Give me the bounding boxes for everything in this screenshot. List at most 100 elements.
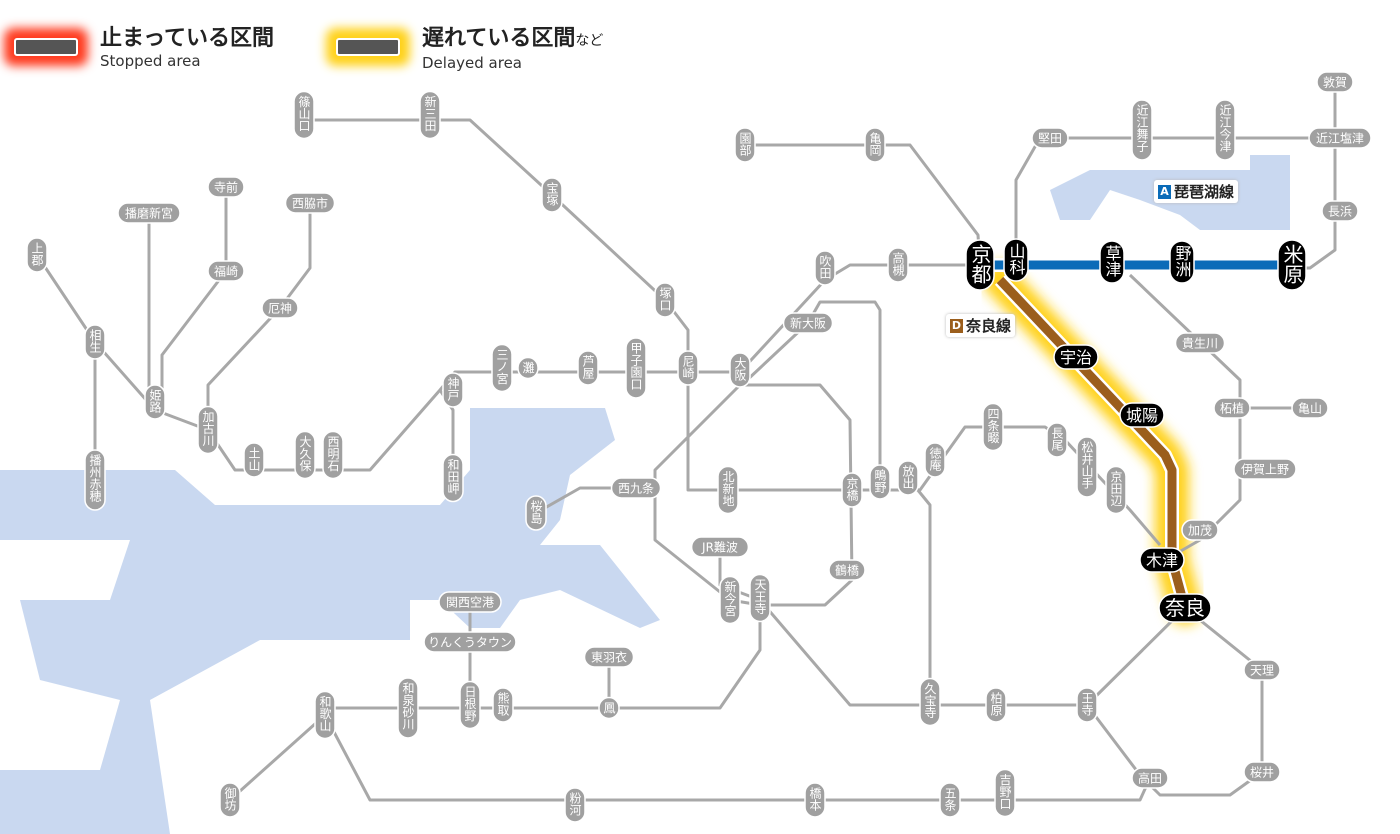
station-nagahama[interactable]: 長浜 <box>1321 200 1359 222</box>
station-tenri[interactable]: 天理 <box>1243 659 1281 681</box>
station-name: 上郡 <box>30 242 44 267</box>
station-marker <box>1169 240 1195 284</box>
station-marker <box>887 247 909 283</box>
station-uji[interactable]: 宇治 <box>1053 344 1099 370</box>
station-osaka[interactable]: 大阪 <box>729 352 751 388</box>
station-kyobashi[interactable]: 京橋 <box>841 472 863 508</box>
line-label-biwako[interactable]: A 琵琶湖線 <box>1154 180 1239 203</box>
station-nishiakashi[interactable]: 西明石 <box>322 430 344 480</box>
station-kobe[interactable]: 神戸 <box>442 372 464 408</box>
station-sonobe[interactable]: 園部 <box>734 127 756 163</box>
station-igaueno[interactable]: 伊賀上野 <box>1233 458 1297 480</box>
station-higashihagoromo[interactable]: 東羽衣 <box>583 646 635 668</box>
station-name: 京橋 <box>845 477 859 502</box>
station-tsukaguchi[interactable]: 塚口 <box>654 282 676 318</box>
station-jojo[interactable]: 城陽 <box>1119 402 1165 428</box>
station-nishiwakishi[interactable]: 西脇市 <box>284 192 336 214</box>
station-maibara[interactable]: 米原 <box>1277 239 1307 291</box>
station-katata[interactable]: 堅田 <box>1031 127 1069 149</box>
station-kyotanabe[interactable]: 京田辺 <box>1105 465 1127 515</box>
station-kusatsu[interactable]: 草津 <box>1099 240 1125 284</box>
station-hanaten[interactable]: 放出 <box>897 460 919 496</box>
station-kamigori[interactable]: 上郡 <box>26 237 48 273</box>
rail-line <box>653 383 854 607</box>
station-omimaiko[interactable]: 近江舞子 <box>1131 99 1153 161</box>
station-tennoji[interactable]: 天王寺 <box>749 573 771 623</box>
station-kameoka[interactable]: 亀岡 <box>864 127 886 163</box>
station-kamo[interactable]: 加茂 <box>1181 519 1219 541</box>
station-shinosaka[interactable]: 新大阪 <box>782 312 834 334</box>
line-label-nara[interactable]: D 奈良線 <box>946 314 1016 337</box>
station-jrnamba[interactable]: JR難波 <box>690 536 750 558</box>
station-teramae[interactable]: 寺前 <box>207 176 245 198</box>
station-nada[interactable]: 灘 <box>517 356 539 380</box>
station-koshienguchi[interactable]: 甲子園口 <box>625 337 647 399</box>
station-kyuhoji[interactable]: 久宝寺 <box>919 677 941 727</box>
station-harimashingu[interactable]: 播磨新宮 <box>117 202 181 224</box>
station-kitashinchi[interactable]: 北新地 <box>717 465 739 515</box>
station-kyoto[interactable]: 京都 <box>965 239 995 291</box>
station-kameyama[interactable]: 亀山 <box>1291 397 1329 419</box>
station-nara[interactable]: 奈良 <box>1158 593 1212 623</box>
station-sannomiya[interactable]: 三ノ宮 <box>491 343 513 393</box>
station-aioi[interactable]: 相生 <box>84 324 106 360</box>
station-sakurai[interactable]: 桜井 <box>1243 761 1281 783</box>
station-hashimoto[interactable]: 橋本 <box>804 782 826 818</box>
station-kashiwara[interactable]: 柏原 <box>985 687 1007 723</box>
station-hineno[interactable]: 日根野 <box>459 680 481 730</box>
station-rinku[interactable]: りんくうタウン <box>423 631 517 653</box>
station-shigino[interactable]: 鴫野 <box>869 464 891 500</box>
station-kibukawa[interactable]: 貴生川 <box>1174 332 1226 354</box>
station-kizu[interactable]: 木津 <box>1139 547 1185 573</box>
station-name: 高田 <box>1138 770 1162 785</box>
station-marker <box>965 239 995 291</box>
station-sasayamaguchi[interactable]: 篠山口 <box>293 90 315 140</box>
station-wakayama[interactable]: 和歌山 <box>314 690 336 740</box>
nara-line[interactable] <box>996 276 1190 610</box>
station-nishikujo[interactable]: 西九条 <box>610 477 662 499</box>
station-omishiotsu[interactable]: 近江塩津 <box>1308 127 1372 149</box>
station-yoshinoguchi[interactable]: 吉野口 <box>994 768 1016 818</box>
station-yakujin[interactable]: 厄神 <box>261 297 299 319</box>
station-tsuruhashi[interactable]: 鶴橋 <box>828 559 866 581</box>
station-kumatori[interactable]: 熊取 <box>492 687 514 723</box>
station-oji[interactable]: 王寺 <box>1076 687 1098 723</box>
station-wadamisaki[interactable]: 和田岬 <box>442 453 464 503</box>
station-tsuruga[interactable]: 敦賀 <box>1316 71 1354 93</box>
station-izumisunagawa[interactable]: 和泉砂川 <box>397 677 419 739</box>
station-takada[interactable]: 高田 <box>1131 767 1169 789</box>
station-otori[interactable]: 鳳 <box>598 696 620 720</box>
station-omiimazu[interactable]: 近江今津 <box>1214 99 1236 161</box>
station-yamashina[interactable]: 山科 <box>1003 238 1029 282</box>
station-tokuan[interactable]: 徳庵 <box>924 442 946 478</box>
station-tsuge[interactable]: 柘植 <box>1213 397 1251 419</box>
station-kansaiairport[interactable]: 関西空港 <box>438 591 502 613</box>
station-himeji[interactable]: 姫路 <box>144 384 166 420</box>
station-nagao[interactable]: 長尾 <box>1046 422 1068 458</box>
station-kakogawa[interactable]: 加古川 <box>197 405 219 455</box>
rail-line <box>1292 82 1337 270</box>
station-shinimamiya[interactable]: 新今宮 <box>719 575 741 625</box>
station-kokawa[interactable]: 粉河 <box>564 787 586 823</box>
station-takatsuki[interactable]: 高槻 <box>887 247 909 283</box>
rail-line <box>906 477 932 705</box>
station-ashiya[interactable]: 芦屋 <box>577 350 599 386</box>
station-gojo[interactable]: 五条 <box>939 782 961 818</box>
station-marker <box>397 677 419 739</box>
station-marker <box>919 677 941 727</box>
station-matsuiyamate[interactable]: 松井山手 <box>1076 436 1098 498</box>
station-shinsanda[interactable]: 新三田 <box>419 90 441 140</box>
station-fukusaki[interactable]: 福崎 <box>207 260 245 282</box>
station-takarazuka[interactable]: 宝塚 <box>541 177 563 213</box>
station-sakurajima[interactable]: 桜島 <box>525 495 547 531</box>
station-suita[interactable]: 吹田 <box>814 250 836 286</box>
rail-line <box>228 713 327 802</box>
station-okubo[interactable]: 大久保 <box>294 430 316 480</box>
station-shijonawate[interactable]: 四条畷 <box>982 402 1004 452</box>
station-amagasaki[interactable]: 尼崎 <box>677 350 699 386</box>
station-yasu[interactable]: 野洲 <box>1169 240 1195 284</box>
station-gobo[interactable]: 御坊 <box>219 782 241 818</box>
station-tsuchiyama[interactable]: 土山 <box>243 442 265 478</box>
station-name: 鴫野 <box>873 469 887 493</box>
station-banshuako[interactable]: 播州赤穂 <box>84 449 106 511</box>
